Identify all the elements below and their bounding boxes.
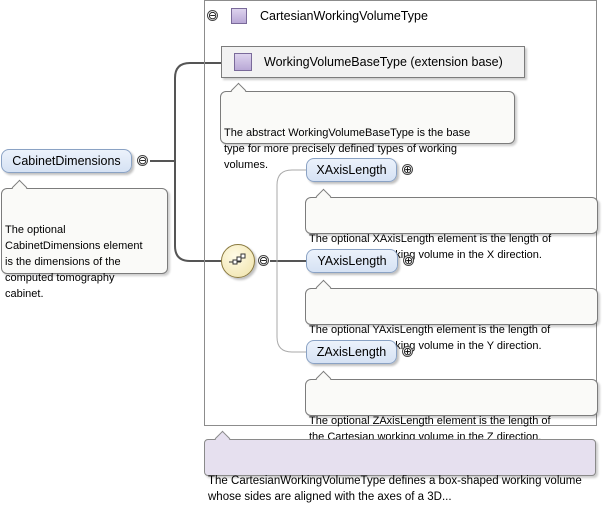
connector-lines <box>150 62 306 353</box>
z-axis-annotation: The optional ZAxisLength element is the … <box>305 370 598 443</box>
sequence-compositor[interactable] <box>221 244 255 278</box>
element-x-axis-length-label: XAxisLength <box>316 163 387 177</box>
type-icon <box>231 8 247 24</box>
base-connector <box>174 62 222 262</box>
y-axis-annotation: The optional YAxisLength element is the … <box>305 279 598 352</box>
root-annotation-text: The optional CabinetDimensions element i… <box>5 224 143 300</box>
element-x-axis-length[interactable]: XAxisLength <box>306 158 397 182</box>
sequence-icon <box>229 253 246 265</box>
y-axis-expand-toggle[interactable]: ⊕ <box>403 254 414 267</box>
element-y-axis-length-label: YAxisLength <box>317 254 387 268</box>
type-collapse-toggle[interactable]: ⊖ <box>207 9 218 22</box>
root-collapse-toggle[interactable]: ⊖ <box>137 154 148 167</box>
base-annotation: The abstract WorkingVolumeBaseType is th… <box>220 82 515 171</box>
type-name: CartesianWorkingVolumeType <box>260 9 428 23</box>
base-type-icon <box>234 53 252 71</box>
sequence-collapse-toggle[interactable]: ⊖ <box>258 254 269 267</box>
x-axis-annotation: The optional XAxisLength element is the … <box>305 188 598 261</box>
x-axis-expand-toggle[interactable]: ⊕ <box>402 163 413 176</box>
element-y-axis-length[interactable]: YAxisLength <box>306 249 398 273</box>
extension-base-label: WorkingVolumeBaseType (extension base) <box>264 55 503 69</box>
type-annotation-text: The CartesianWorkingVolumeType defines a… <box>208 475 582 503</box>
base-annotation-text: The abstract WorkingVolumeBaseType is th… <box>224 127 471 171</box>
element-cabinet-dimensions-label: CabinetDimensions <box>12 154 121 168</box>
element-z-axis-length[interactable]: ZAxisLength <box>306 340 397 364</box>
root-annotation: The optional CabinetDimensions element i… <box>1 179 168 300</box>
extension-base-box[interactable]: WorkingVolumeBaseType (extension base) <box>221 46 525 78</box>
children-bracket <box>276 169 306 353</box>
z-axis-expand-toggle[interactable]: ⊕ <box>402 345 413 358</box>
element-cabinet-dimensions[interactable]: CabinetDimensions <box>1 149 132 173</box>
type-annotation: The CartesianWorkingVolumeType defines a… <box>204 430 596 503</box>
element-z-axis-length-label: ZAxisLength <box>316 345 387 359</box>
